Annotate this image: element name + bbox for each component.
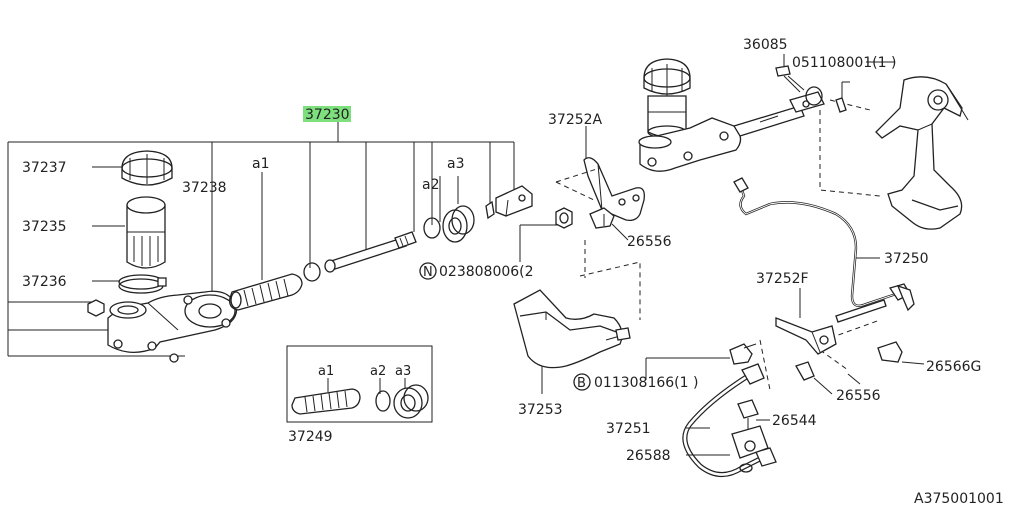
piston-drawing	[229, 273, 303, 311]
pushrod-drawing	[324, 231, 417, 273]
label-pin: 36085	[743, 37, 788, 53]
label-sub-a1: a1	[252, 156, 270, 172]
hose-drawing	[682, 363, 777, 477]
label-clip-upper: 26556	[627, 234, 672, 250]
label-sub-a2: a2	[422, 177, 440, 193]
label-figure-id: A375001001	[914, 491, 1004, 507]
label-pin-code: 051108001(1 )	[792, 55, 896, 71]
label-union: 26544	[772, 413, 817, 429]
pin-drawing	[775, 54, 850, 113]
pipe-drawing	[733, 177, 915, 312]
label-cover: 37253	[518, 402, 563, 418]
bracket-f-drawing	[775, 288, 887, 355]
label-bolt-part: 011308166(1 )	[594, 375, 698, 391]
label-kit-a2: a2	[370, 364, 386, 379]
label-reservoir-band: 37236	[22, 274, 67, 290]
kit-box	[286, 345, 433, 423]
assembly-highlight	[303, 106, 351, 122]
label-sub-a3: a3	[447, 156, 465, 172]
clip-lower-drawing	[795, 361, 833, 395]
cover-drawing	[513, 289, 631, 394]
label-kit-a3: a3	[395, 364, 411, 379]
assembly-bracket	[7, 122, 515, 357]
label-washer: 26588	[626, 448, 671, 464]
operating-cylinder-drawing	[638, 58, 825, 172]
bracket-a-drawing	[583, 126, 645, 222]
clip-right-drawing	[877, 341, 925, 365]
label-reservoir: 37235	[22, 219, 67, 235]
washer-drawing	[303, 262, 321, 282]
label-clip-lower: 26556	[836, 388, 881, 404]
label-bracket-f: 37252F	[756, 271, 809, 287]
reservoir-band-drawing	[118, 274, 167, 294]
label-reservoir-cap: 37237	[22, 160, 67, 176]
label-nut-part: 023808006(2	[439, 264, 534, 280]
ring-a2-drawing	[423, 217, 441, 239]
bolt-drawing	[645, 343, 757, 380]
label-bracket-a: 37252A	[548, 112, 603, 128]
right-leaders	[847, 61, 894, 385]
label-nut-code: N	[423, 265, 433, 280]
label-kit-a1: a1	[318, 364, 334, 379]
nut-drawing	[519, 207, 573, 262]
master-body-drawing	[87, 290, 238, 363]
label-hose: 37251	[606, 421, 651, 437]
reservoir-cap-drawing	[121, 150, 173, 186]
clip-upper-drawing	[589, 207, 629, 241]
union-drawing	[686, 399, 770, 473]
label-master-body: 37238	[182, 180, 227, 196]
nut-code-circle	[419, 262, 437, 280]
label-assembly: 37230	[305, 107, 350, 123]
pedal-drawing	[875, 76, 969, 230]
label-bolt-code: B	[577, 376, 586, 391]
boot-a3-drawing	[442, 205, 475, 243]
label-pipe: 37250	[884, 251, 929, 267]
left-leaders	[92, 166, 125, 282]
label-clip-right: 26566G	[926, 359, 981, 375]
bolt-code-circle	[573, 373, 591, 391]
label-kit: 37249	[288, 429, 333, 445]
reservoir-drawing	[126, 196, 166, 269]
clevis-drawing	[485, 185, 533, 220]
